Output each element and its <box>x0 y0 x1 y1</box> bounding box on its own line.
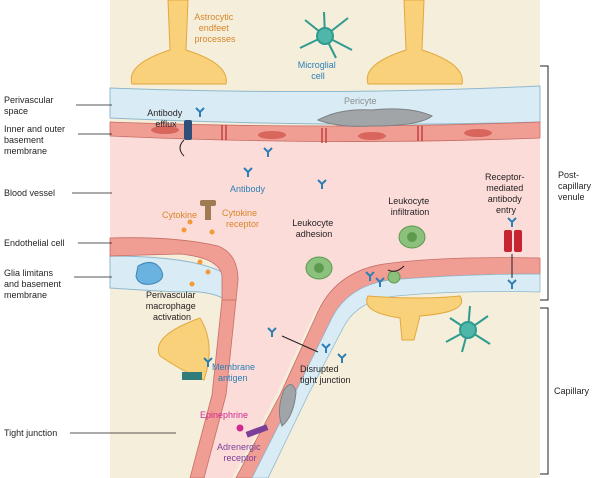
microglia-icon <box>299 11 353 59</box>
perivascular-space-label: space <box>4 106 28 116</box>
right-brackets <box>540 65 549 475</box>
microglia-icon <box>445 305 491 353</box>
basement-membrane-label: Inner and outer <box>4 124 65 134</box>
adrenergic-receptor-label: Adrenergic <box>217 442 261 452</box>
cytokine-receptor-icon <box>200 200 216 220</box>
pericyte-icon <box>316 108 433 127</box>
svg-text:Microglial cell: Microglial cell <box>298 60 339 81</box>
macrophage-label: activation <box>153 312 191 322</box>
perivascular-space-right <box>251 273 541 478</box>
leukocyte-infiltration-label: Leukocyte <box>388 196 429 206</box>
astrocytic-label: Astrocytic <box>194 12 234 22</box>
post-capillary-venule-label: capillary <box>558 181 592 191</box>
adrenergic-receptor-label: receptor <box>223 453 256 463</box>
svg-text:Inner and outer basement: Inner and outer basement membrane <box>4 124 68 156</box>
antibody-efflux-label: Antibody <box>147 108 183 118</box>
endothelial-nuclei <box>151 126 492 140</box>
svg-text:Perivascular space: Perivascular space <box>4 95 56 116</box>
leukocyte-icon <box>305 225 426 284</box>
process-arrows <box>179 139 405 353</box>
leukocyte-adhesion-label: Leukocyte <box>292 218 333 228</box>
endothelial-cell-label: Endothelial cell <box>4 238 65 248</box>
svg-text:Glia limitans and basement: Glia limitans and basement membrane <box>4 268 64 300</box>
membrane-antigen-label: antigen <box>218 373 248 383</box>
leukocyte-adhesion-label: adhesion <box>296 229 333 239</box>
efflux-transporter-icon <box>184 120 192 140</box>
cytokine-receptor-label: Cytokine <box>222 208 257 218</box>
side-leader-lines <box>70 104 176 434</box>
pericyte-icon <box>278 384 297 427</box>
microglial-label: Microglial <box>298 60 336 70</box>
basement-membrane-label: membrane <box>4 146 47 156</box>
receptor-icon <box>504 230 522 252</box>
svg-text:Antibody efflux: Antibody efflux <box>147 108 185 129</box>
glia-limitans-label: Glia limitans <box>4 268 54 278</box>
epinephrine-label: Epinephrine <box>200 410 248 420</box>
svg-text:Disrupted tight junction: Disrupted tight junction <box>300 364 351 385</box>
receptor-entry-label: antibody <box>488 194 523 204</box>
antibody-efflux-label: efflux <box>155 119 177 129</box>
post-capillary-venule-label: venule <box>558 192 585 202</box>
disrupted-junction-label: Disrupted <box>300 364 339 374</box>
macrophage-label: Perivascular <box>146 290 196 300</box>
basement-membrane-label: basement <box>4 135 44 145</box>
macrophage-icon <box>135 262 164 285</box>
svg-text:Astrocytic endfeet pro: Astrocytic endfeet processes <box>194 12 236 44</box>
astrocyte-icon <box>130 0 463 381</box>
cytokine-receptor-label: receptor <box>226 219 259 229</box>
leukocyte-infiltration-label: infiltration <box>391 207 430 217</box>
blood-vessel-label: Blood vessel <box>4 188 55 198</box>
svg-text:Receptor- mediated ant: Receptor- mediated antibody entry <box>485 172 527 215</box>
post-capillary-venule-label: Post- <box>558 170 579 180</box>
disrupted-junction-label: tight junction <box>300 375 351 385</box>
capillary-label: Capillary <box>554 386 590 396</box>
perivascular-space-label: Perivascular <box>4 95 54 105</box>
svg-text:Leukocyte adhesion: Leukocyte adhesion <box>292 218 336 239</box>
antibody-label: Antibody <box>230 184 266 194</box>
antibody-icon <box>195 107 517 367</box>
endothelial-layer-top <box>109 121 541 142</box>
receptor-entry-label: entry <box>496 205 517 215</box>
cytokine-label: Cytokine <box>162 210 197 220</box>
macrophage-label: macrophage <box>146 301 196 311</box>
adrenergic-receptor-icon <box>245 424 269 438</box>
cytokine-dots <box>181 219 215 287</box>
svg-text:Adrenergic receptor: Adrenergic receptor <box>217 442 263 463</box>
membrane-antigen-label: Membrane <box>212 362 255 372</box>
pericyte-label: Pericyte <box>344 96 377 106</box>
svg-text:Leukocyte infiltration: Leukocyte infiltration <box>388 196 432 217</box>
svg-text:Cytokine receptor: Cytokine receptor <box>222 208 260 229</box>
receptor-entry-label: Receptor- <box>485 172 525 182</box>
membrane-antigen-icon <box>182 372 202 380</box>
svg-text:Post- capillary venule: Post- capillary venule <box>558 170 594 202</box>
svg-text:Perivascular macrophage: Perivascular macrophage activation <box>146 290 199 322</box>
receptor-entry-label: mediated <box>486 183 523 193</box>
svg-text:Membrane antigen: Membrane antigen <box>212 362 258 383</box>
tight-junction-label: Tight junction <box>4 428 57 438</box>
astrocytic-label: endfeet <box>199 23 230 33</box>
endothelial-wall-left <box>189 299 237 478</box>
glia-limitans-label: membrane <box>4 290 47 300</box>
astrocytic-label: processes <box>194 34 236 44</box>
tight-junctions-top <box>221 125 423 143</box>
microglial-label: cell <box>311 71 325 81</box>
glia-limitans-label: and basement <box>4 279 62 289</box>
endothelial-layer-left <box>109 237 239 301</box>
epinephrine-icon <box>236 424 244 432</box>
